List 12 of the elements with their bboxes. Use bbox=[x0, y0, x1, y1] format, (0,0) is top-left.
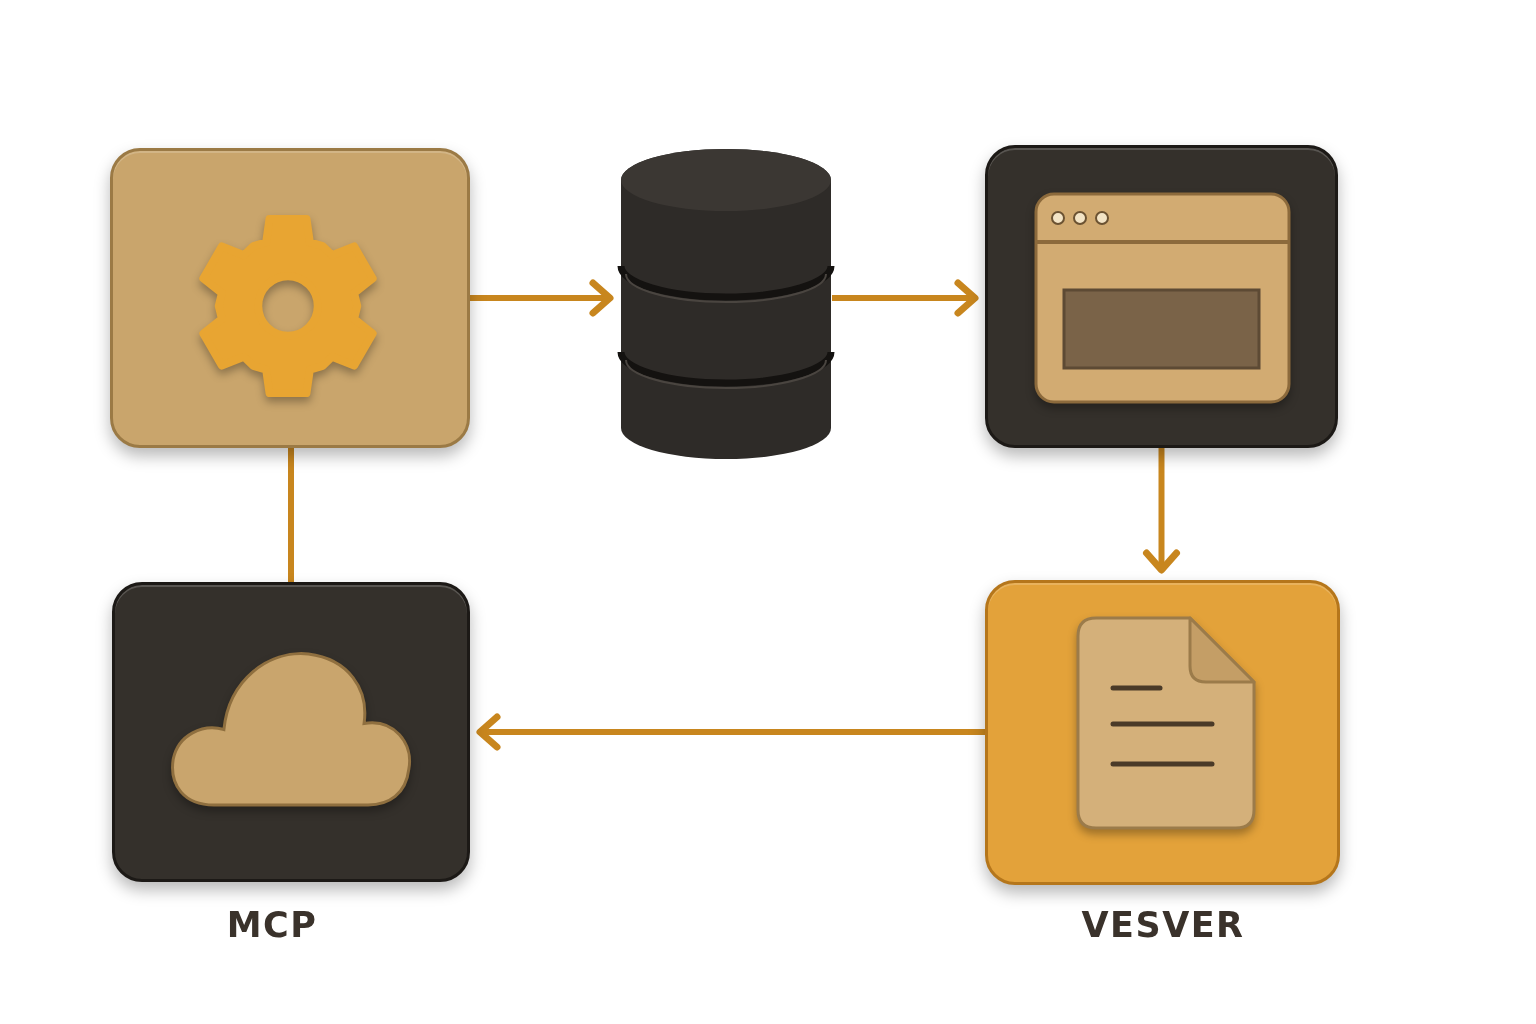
arrow bbox=[476, 713, 985, 751]
node-caption: MCP bbox=[226, 905, 318, 945]
rounded-square-tile bbox=[110, 148, 470, 448]
node-caption: VESVER bbox=[1081, 905, 1245, 945]
connector-line bbox=[288, 448, 294, 582]
rounded-square-tile bbox=[985, 145, 1338, 448]
arrow bbox=[832, 279, 979, 317]
database-cylinder bbox=[620, 148, 832, 460]
arrow bbox=[1143, 448, 1180, 574]
arrow bbox=[470, 279, 614, 317]
rounded-square-tile bbox=[112, 582, 470, 882]
rounded-square-tile bbox=[985, 580, 1340, 885]
